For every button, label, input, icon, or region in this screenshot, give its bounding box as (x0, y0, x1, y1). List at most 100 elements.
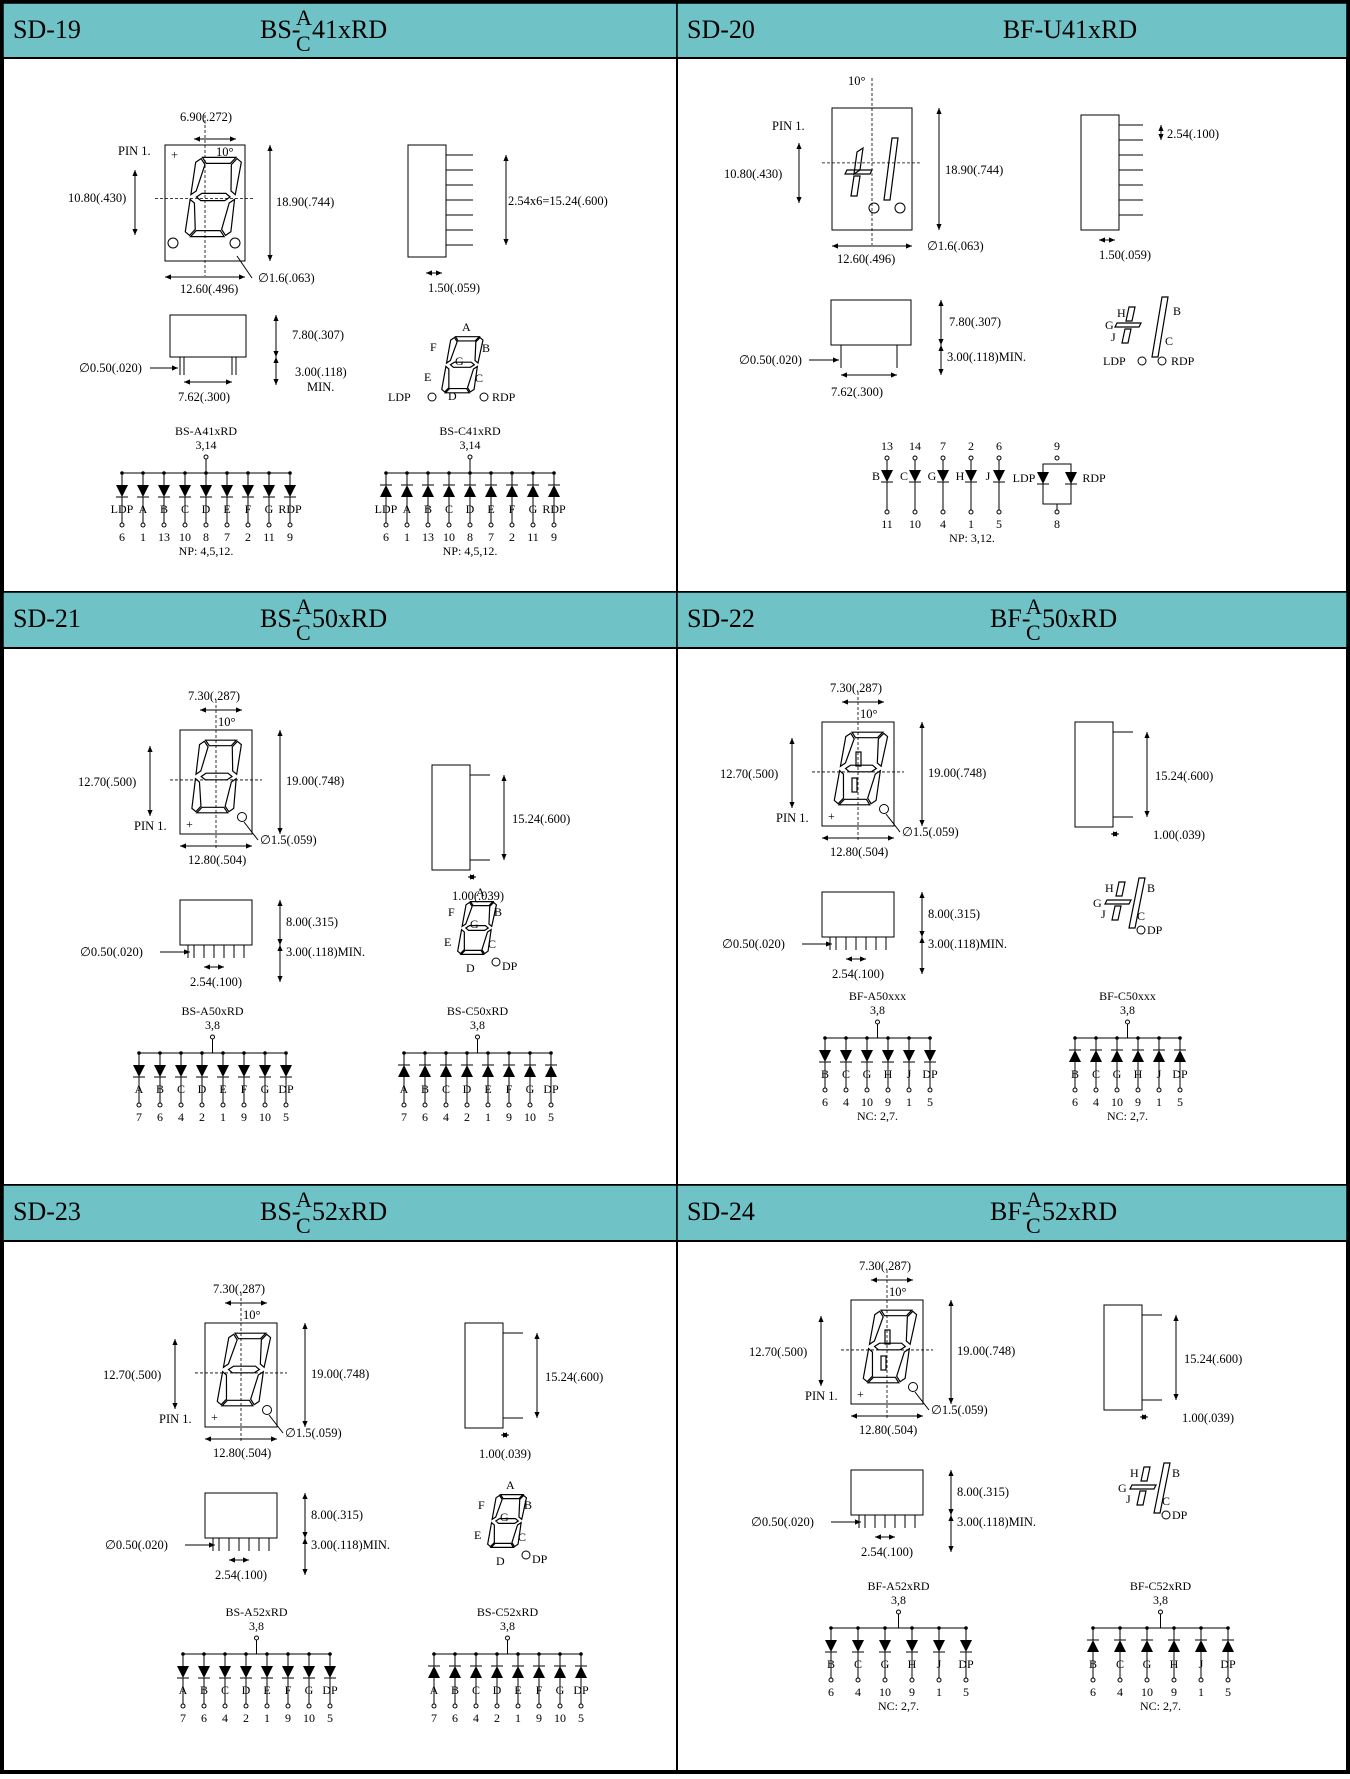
pin-terminal (140, 522, 146, 528)
diode (449, 1666, 461, 1678)
pin-number: 13 (158, 530, 170, 544)
pin-terminal (241, 1102, 247, 1108)
pin-number: 1 (936, 1685, 942, 1699)
arrowhead (917, 1413, 923, 1419)
pin-terminal (940, 455, 946, 461)
circuit-name: BS-C41xRD (439, 424, 501, 438)
side-view: 15.24(.600)1.00(.039) (431, 764, 570, 903)
panel-id: SD-23 (13, 1197, 81, 1226)
panel-id: SD-20 (687, 15, 755, 44)
panel-id: SD-24 (687, 1197, 755, 1226)
arrowhead (936, 108, 942, 114)
arrowhead (1158, 134, 1164, 140)
segment-g-j (844, 169, 873, 175)
arrowhead (132, 170, 138, 176)
pin-number: 1 (968, 517, 974, 531)
ldp-dot (427, 392, 437, 402)
segment-c (481, 928, 492, 955)
segment-label: E (514, 1683, 521, 1697)
pin-number: 5 (996, 517, 1002, 531)
pin-terminal (266, 522, 272, 528)
pin-number: 2 (968, 439, 974, 453)
diode (158, 485, 170, 497)
diode (470, 1666, 482, 1678)
pin-number: 9 (285, 1711, 291, 1725)
arrowhead (302, 1323, 308, 1329)
dp-dot (521, 1550, 531, 1560)
diode (259, 1065, 271, 1077)
segment-label: E (484, 1082, 491, 1096)
segment-g (1104, 899, 1132, 905)
seg-label-e: E (444, 935, 451, 949)
digit-outline (216, 1332, 272, 1407)
panel-body (676, 647, 1348, 1186)
pin-marker: + (171, 148, 178, 162)
dim-width-top: 6.90(.272) (180, 110, 232, 124)
arrowhead (833, 357, 839, 363)
diode (282, 1666, 294, 1678)
panel-header (676, 591, 1348, 649)
seg-label-e: E (424, 370, 431, 384)
dim-body-height: 8.00(.315) (311, 1508, 363, 1522)
dp-dot (491, 957, 501, 967)
model-prefix: BF- (990, 1197, 1030, 1226)
circuit-note: NC: 2,7. (878, 1699, 919, 1713)
arrowhead (277, 730, 283, 736)
bottom-outline (204, 1492, 278, 1539)
dim-pitch: 2.54x6=15.24(.600) (508, 194, 608, 208)
segment-label: F (536, 1683, 543, 1697)
seg-label-g: G (500, 1510, 509, 1524)
bottom-outline (179, 899, 253, 946)
model-variant-a: A (296, 1187, 312, 1212)
digit-outline (833, 731, 889, 806)
dim-height: 18.90(.744) (945, 163, 1003, 177)
dim-lead-diameter: ∅0.50(.020) (80, 945, 143, 959)
segment-map (487, 1494, 528, 1549)
model-variant-c: C (1026, 1213, 1041, 1238)
common-terminal (254, 1635, 259, 1641)
pin-number: 10 (879, 1685, 891, 1699)
segment-label: E (219, 1082, 226, 1096)
seg-label-dp: DP (1172, 1508, 1188, 1522)
diode (198, 1666, 210, 1678)
pin-number: 4 (178, 1110, 184, 1124)
dim-lead-length: 3.00(.118) (295, 365, 347, 379)
diode (200, 485, 212, 497)
panel-header (2, 2, 678, 59)
segment-g (873, 1342, 907, 1351)
dim-body-height: 8.00(.315) (957, 1485, 1009, 1499)
pin-terminal (180, 1703, 186, 1709)
arrowhead (277, 939, 283, 945)
model-prefix: BS- (260, 1197, 300, 1226)
arrowhead (906, 243, 912, 249)
segment-label: G (529, 502, 538, 516)
arrowhead (1173, 1394, 1179, 1400)
diode (1090, 1050, 1102, 1062)
arrowhead (302, 1569, 308, 1575)
diode (261, 1666, 273, 1678)
segment-label: B (821, 1067, 829, 1081)
segment-label: G (265, 502, 274, 516)
dim-depth: 1.50(.059) (428, 281, 480, 295)
arrowhead (165, 274, 171, 280)
segment-c (867, 769, 882, 805)
pin-number: 10 (1141, 1685, 1153, 1699)
pin-number: 7 (401, 1110, 407, 1124)
dim-depth: 1.50(.059) (1099, 248, 1151, 262)
arrowhead (534, 1333, 540, 1339)
diode (554, 1666, 566, 1678)
arrowhead (919, 892, 925, 898)
pin-terminal (527, 1102, 533, 1108)
seg-label-dp: DP (502, 959, 518, 973)
pin-terminal (963, 1677, 969, 1683)
dim-angle: 10° (216, 145, 234, 159)
side-outline (1074, 721, 1114, 828)
dim-depth: 1.00(.039) (479, 1447, 531, 1461)
segment-label: D (463, 1082, 472, 1096)
pin-number: 13 (881, 439, 893, 453)
